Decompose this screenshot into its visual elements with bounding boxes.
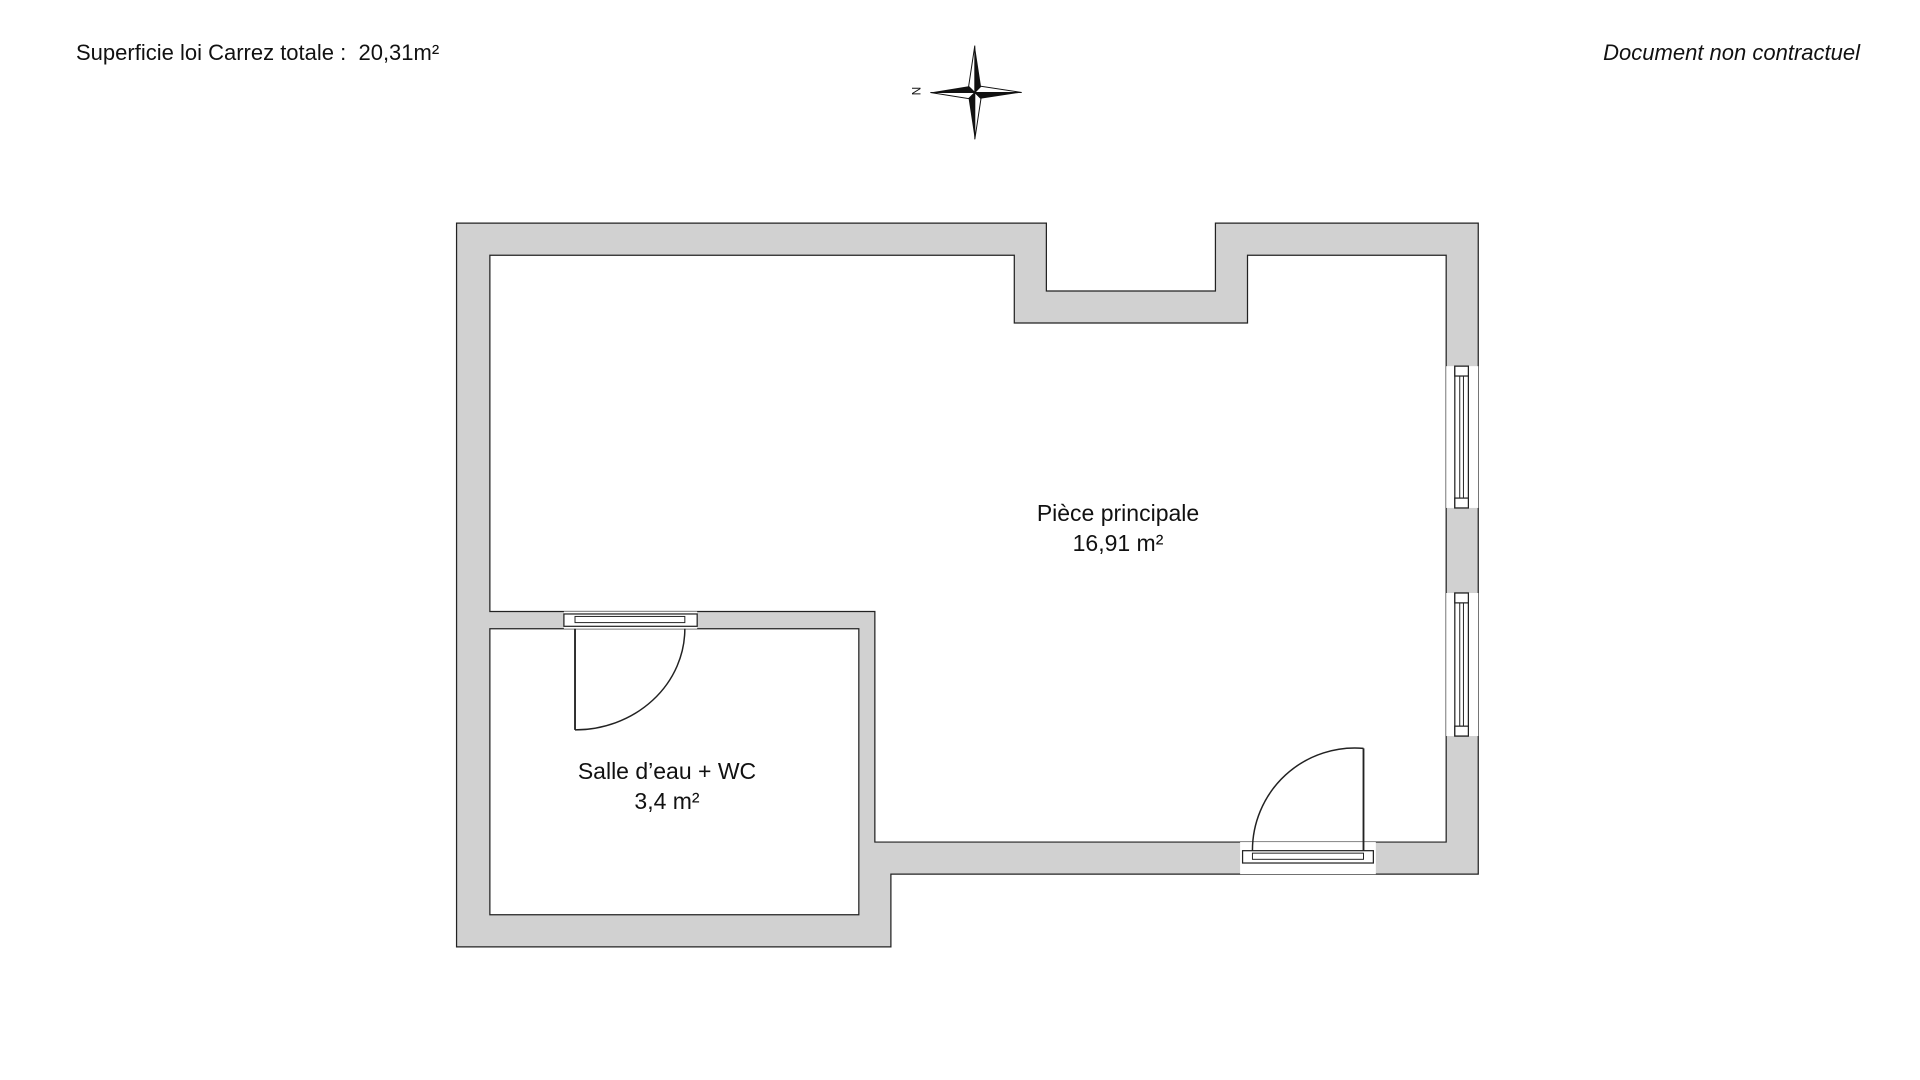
walls <box>455 222 1479 948</box>
room-name: Salle d’eau + WC <box>577 758 757 784</box>
total-area-value: 20,31m² <box>358 40 440 65</box>
room-area: 16,91 m² <box>1072 530 1164 556</box>
room-name: Pièce principale <box>1036 500 1200 526</box>
window-1 <box>1446 365 1479 509</box>
bathroom-door <box>563 611 698 731</box>
entrance-door <box>1240 747 1376 875</box>
disclaimer: Document non contractuel <box>1603 40 1860 65</box>
room-area: 3,4 m² <box>634 788 700 814</box>
room-bathroom: Salle d’eau + WC 3,4 m² <box>578 756 756 816</box>
compass-rose-icon <box>930 45 1022 140</box>
compass-north-label: N <box>909 86 924 96</box>
room-main: Pièce principale 16,91 m² <box>1037 498 1199 558</box>
total-area-label: Superficie loi Carrez totale : <box>76 40 347 65</box>
total-area: Superficie loi Carrez totale : 20,31m² <box>76 40 439 66</box>
window-2 <box>1446 592 1479 737</box>
